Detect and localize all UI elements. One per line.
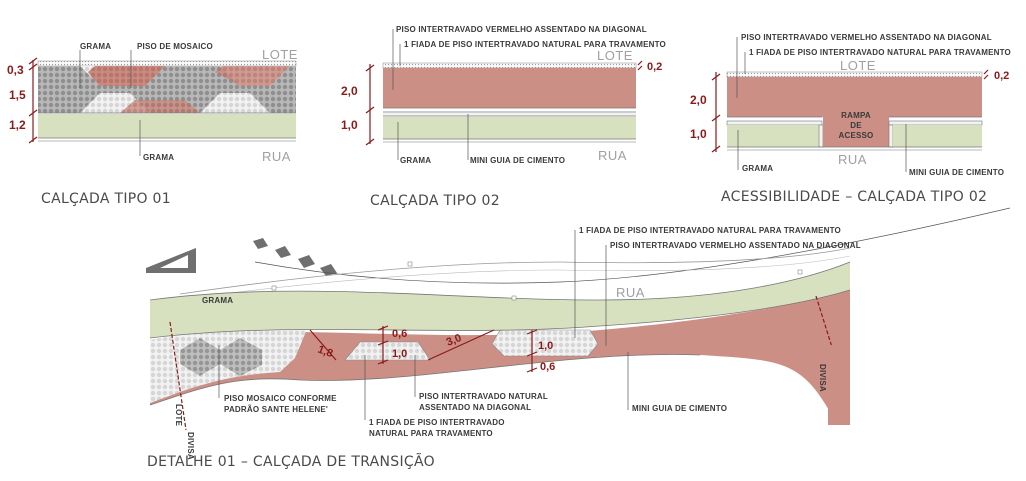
detalhe-natural-zone-1 <box>344 341 431 361</box>
detalhe-label-fiada-top: 1 FIADA DE PISO INTERTRAVADO NATURAL PAR… <box>579 226 841 235</box>
detalhe-caption: DETALHE 01 – CALÇADA DE TRANSIÇÃO <box>147 453 435 470</box>
acess-rua-label: RUA <box>838 152 867 167</box>
detalhe-divisa-left: DIVISA <box>186 432 195 460</box>
detalhe-dim-4: 1,0 <box>538 340 553 352</box>
tipo01-label-grama-bottom: GRAMA <box>143 153 174 162</box>
north-triangle-icon <box>146 248 196 273</box>
acess-lote-label: LOTE <box>840 58 876 73</box>
tipo01-label-grama-top: GRAMA <box>80 42 111 51</box>
detalhe-label-fiada-bottom-2: NATURAL PARA TRAVAMENTO <box>369 429 493 438</box>
detalhe-divisa-right: DIVISA <box>818 364 827 392</box>
tipo02-caption: CALÇADA TIPO 02 <box>370 193 500 209</box>
tipo02-dim-2: 0,2 <box>647 61 662 73</box>
detalhe-dim-3: 3,0 <box>445 332 464 349</box>
tipo01-label-mosaico: PISO DE MOSAICO <box>137 42 213 51</box>
tipo02-label-fiada: 1 FIADA DE PISO INTERTRAVADO NATURAL PAR… <box>404 40 666 49</box>
detalhe-section: 1,8 0,6 1,0 3,0 1,0 0,6 1 FIADA DE PISO … <box>146 207 1011 470</box>
detalhe-dim-1: 0,6 <box>392 328 407 340</box>
detalhe-label-grama: GRAMA <box>202 296 233 305</box>
tipo01-mosaic-band <box>38 66 296 113</box>
detalhe-label-natural-1: PISO INTERTRAVADO NATURAL <box>419 392 548 401</box>
acess-label-fiada: 1 FIADA DE PISO INTERTRAVADO NATURAL PAR… <box>749 48 1011 57</box>
acess-label-grama: GRAMA <box>742 164 773 173</box>
detalhe-grass-band <box>150 262 850 338</box>
tipo01-lote-label: LOTE <box>262 47 298 62</box>
acess-dim-1: 1,0 <box>690 127 707 141</box>
tipo01-dim-0: 0,3 <box>7 63 24 77</box>
detalhe-dim-5: 0,6 <box>540 361 555 373</box>
acess-label-guia: MINI GUIA DE CIMENTO <box>909 168 1004 177</box>
tipo02-section: PISO INTERTRAVADO VERMELHO ASSENTADO NA … <box>341 25 666 209</box>
tipo02-lote-label: LOTE <box>597 48 633 63</box>
acess-rampa-line3: ACESSO <box>839 131 874 140</box>
detalhe-label-vermelho-top: PISO INTERTRAVADO VERMELHO ASSENTADO NA … <box>610 241 861 250</box>
tipo01-section: GRAMA PISO DE MOSAICO GRAMA LOTE RUA 0,3… <box>7 42 298 207</box>
detalhe-label-natural-2: ASSENTADO NA DIAGONAL <box>419 403 531 412</box>
tipo02-dim-0: 2,0 <box>341 84 358 98</box>
dashed-arrow-marks <box>253 238 337 276</box>
acess-label-vermelho: PISO INTERTRAVADO VERMELHO ASSENTADO NA … <box>741 33 992 42</box>
tipo02-label-grama: GRAMA <box>400 156 431 165</box>
detalhe-label-fiada-bottom-1: 1 FIADA DE PISO INTERTRAVADO <box>369 418 505 427</box>
detalhe-label-guia: MINI GUIA DE CIMENTO <box>632 404 727 413</box>
acess-dim-2: 0,2 <box>994 70 1009 82</box>
detalhe-rua-label: RUA <box>616 285 645 300</box>
acess-dim-0: 2,0 <box>690 93 707 107</box>
detalhe-dim-2: 1,0 <box>392 348 407 360</box>
tipo01-dim-1: 1,5 <box>9 88 26 102</box>
tipo02-dim-1: 1,0 <box>341 118 358 132</box>
tipo02-label-guia: MINI GUIA DE CIMENTO <box>470 156 565 165</box>
detalhe-label-mosaico-2: PADRÃO SANTE HELENE' <box>224 405 328 414</box>
detalhe-dim-0: 1,8 <box>316 344 334 361</box>
tipo01-rua-label: RUA <box>262 149 291 164</box>
tipo01-dim-2: 1,2 <box>9 118 26 132</box>
acess-rampa-line1: RAMPA <box>841 111 871 120</box>
acess-rampa-line2: DE <box>850 121 862 130</box>
acess-caption: ACESSIBILIDADE – CALÇADA TIPO 02 <box>721 189 987 205</box>
detalhe-lote-label: LOTE <box>174 404 183 427</box>
acess-section: RAMPA DE ACESSO PISO INTERTRAVADO VERMEL… <box>690 33 1011 205</box>
tipo02-label-vermelho: PISO INTERTRAVADO VERMELHO ASSENTADO NA … <box>396 25 647 34</box>
tipo01-caption: CALÇADA TIPO 01 <box>41 191 171 207</box>
tipo02-rua-label: RUA <box>598 148 627 163</box>
detalhe-label-mosaico-1: PISO MOSAICO CONFORME <box>224 394 337 403</box>
